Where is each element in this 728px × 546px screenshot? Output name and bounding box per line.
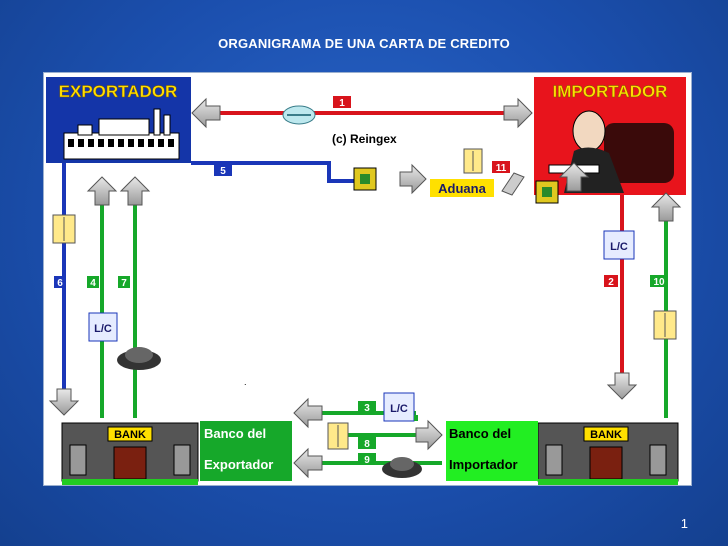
svg-text:Banco del: Banco del: [449, 426, 511, 441]
svg-text:11: 11: [496, 163, 507, 174]
svg-text:5: 5: [220, 166, 226, 177]
svg-text:.: .: [244, 377, 247, 387]
importador-label: IMPORTADOR: [553, 82, 668, 101]
goods-box-icon: [535, 180, 559, 204]
arrow-right-icon: [503, 97, 533, 129]
page-number: 1: [680, 516, 688, 531]
money-bag-icon: [382, 457, 422, 478]
exportador-label: EXPORTADOR: [59, 82, 178, 101]
step-1-flow: 1: [191, 96, 533, 129]
document-icon: [327, 422, 349, 450]
svg-text:2: 2: [608, 277, 614, 288]
arrow-down-icon: [48, 388, 80, 416]
slide-title: ORGANIGRAMA DE UNA CARTA DE CREDITO: [218, 36, 510, 51]
arrow-up-icon: [119, 176, 151, 206]
svg-text:Banco del: Banco del: [204, 426, 266, 441]
lc-document-icon: L/C: [88, 312, 118, 342]
importador-block: IMPORTADOR: [534, 77, 686, 195]
diagram-panel: EXPORTADOR IMPORTADOR 1 (c) Reingex: [43, 72, 692, 486]
step-4-7-flow: 4 7 L/C: [86, 176, 161, 418]
goods-box-icon: [353, 167, 377, 191]
arrow-right-icon: [415, 419, 443, 451]
svg-text:7: 7: [121, 278, 127, 289]
svg-text:L/C: L/C: [390, 403, 408, 415]
lc-document-icon: L/C: [603, 230, 635, 260]
step-6-flow: 6: [48, 163, 80, 416]
svg-text:4: 4: [90, 278, 96, 289]
exportador-block: EXPORTADOR: [46, 77, 191, 163]
arrow-down-icon: [606, 372, 638, 400]
arrow-up-icon: [650, 192, 682, 222]
banco-exportador-box: Banco del Exportador: [200, 421, 292, 481]
document-icon: [463, 148, 483, 174]
arrow-up-icon: [558, 162, 590, 192]
bank-flows: 3 L/C 8 9: [293, 392, 443, 479]
money-bag-icon: [117, 347, 161, 370]
svg-text:L/C: L/C: [610, 241, 628, 253]
bank-importador-building: BANK: [537, 422, 679, 485]
handshake-icon: [282, 105, 316, 125]
bank-exportador-building: BANK: [61, 422, 199, 485]
factory-icon: [63, 108, 180, 160]
step-5-flow: 5 Aduana 11: [191, 148, 590, 204]
lc-document-icon: L/C: [383, 392, 415, 422]
svg-text:L/C: L/C: [94, 323, 112, 335]
bank-sign: BANK: [590, 429, 622, 441]
svg-text:Exportador: Exportador: [204, 457, 273, 472]
letter-of-credit-diagram: EXPORTADOR IMPORTADOR 1 (c) Reingex: [46, 77, 686, 485]
bank-sign: BANK: [114, 429, 146, 441]
svg-text:9: 9: [364, 455, 370, 466]
document-icon: [52, 214, 76, 244]
arrow-right-icon: [399, 163, 427, 195]
banco-importador-box: Banco del Importador: [446, 421, 538, 481]
arrow-left-icon: [293, 397, 323, 429]
copyright-text: (c) Reingex: [332, 132, 397, 146]
svg-text:3: 3: [364, 403, 370, 414]
arrow-left-icon: [293, 447, 323, 479]
svg-text:6: 6: [57, 278, 63, 289]
arrow-left-icon: [191, 97, 221, 129]
arrow-up-icon: [86, 176, 118, 206]
svg-text:1: 1: [339, 98, 345, 109]
pen-icon: [501, 172, 525, 196]
svg-text:Importador: Importador: [449, 457, 518, 472]
svg-text:10: 10: [653, 277, 665, 288]
aduana-label: Aduana: [438, 181, 486, 196]
step-2-10-flow: L/C 2 10: [603, 192, 682, 418]
document-icon: [653, 310, 677, 340]
svg-text:8: 8: [364, 439, 370, 450]
